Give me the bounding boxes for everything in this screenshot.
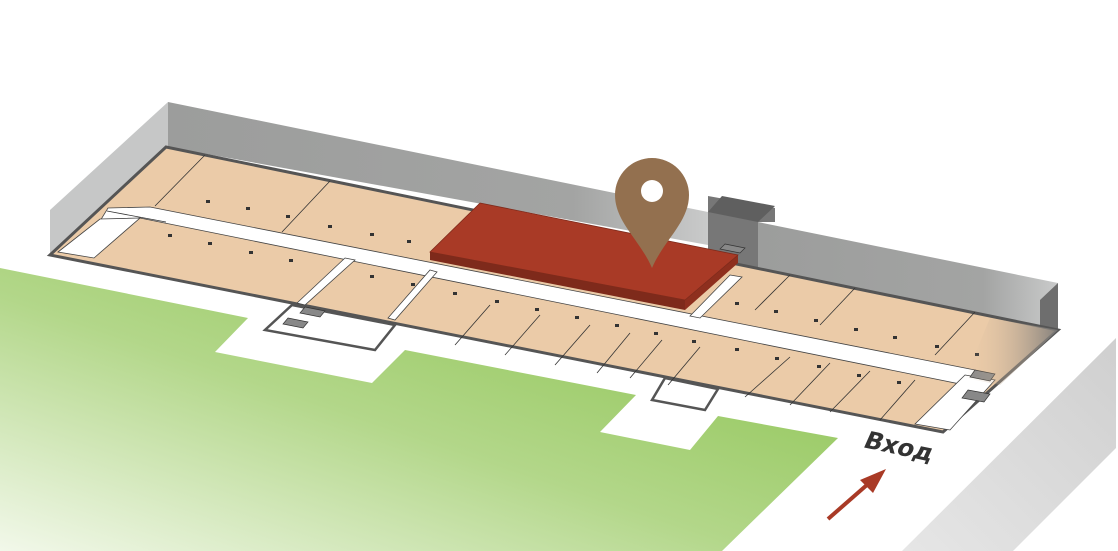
stair-tower-top (708, 196, 775, 222)
cross-corridor-1 (296, 257, 356, 306)
right-fade (965, 318, 1058, 385)
store-dividers (106, 154, 976, 421)
entrance-label: Вход (860, 426, 940, 467)
entrance-arrow-icon (826, 469, 886, 521)
left-wall (50, 102, 168, 255)
location-pin-icon[interactable] (615, 158, 689, 268)
cross-corridor-3 (689, 274, 743, 319)
back-wall-right (758, 222, 1058, 330)
cross-corridor-2 (387, 269, 438, 321)
back-wall (168, 102, 708, 245)
lawn-area (0, 268, 838, 551)
column-markers (168, 200, 979, 384)
left-hall (57, 217, 142, 259)
right-wall-end (1040, 283, 1058, 330)
road (902, 338, 1116, 551)
annex-middle (650, 376, 721, 412)
annex-left (262, 303, 398, 352)
